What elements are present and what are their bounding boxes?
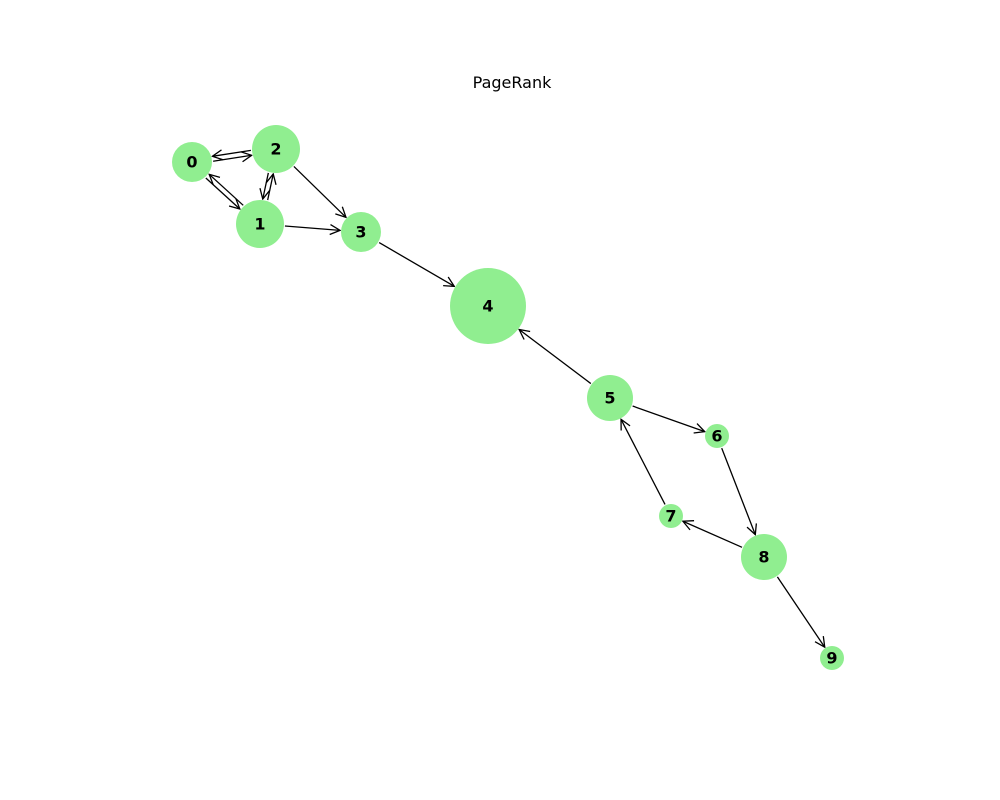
node-circle-1	[236, 200, 284, 248]
edge-0-to-1	[205, 177, 240, 209]
node-label-2: 2	[270, 140, 281, 159]
node-circle-2	[252, 125, 300, 173]
node-5: 5	[587, 375, 633, 421]
edge-0-to-2	[213, 155, 252, 161]
node-label-1: 1	[254, 215, 265, 234]
edge-2-to-1	[263, 172, 269, 199]
edge-5-to-6	[632, 405, 705, 432]
node-circle-4	[450, 268, 526, 344]
node-label-7: 7	[665, 507, 676, 526]
edge-2-to-0	[212, 150, 252, 156]
edge-2-to-3	[293, 166, 346, 217]
node-circle-6	[705, 424, 729, 448]
node-7: 7	[659, 504, 683, 528]
node-1: 1	[236, 200, 284, 248]
edge-8-to-9	[776, 576, 824, 647]
node-9: 9	[820, 646, 844, 670]
node-circle-0	[172, 142, 212, 182]
node-0: 0	[172, 142, 212, 182]
node-3: 3	[341, 212, 381, 252]
node-label-0: 0	[186, 153, 197, 172]
edge-1-to-0	[209, 174, 244, 206]
edge-7-to-5	[621, 419, 666, 505]
node-label-4: 4	[482, 297, 493, 316]
node-circle-8	[741, 534, 787, 580]
node-6: 6	[705, 424, 729, 448]
node-4: 4	[450, 268, 526, 344]
edge-1-to-2	[268, 174, 274, 201]
node-circle-5	[587, 375, 633, 421]
node-label-3: 3	[355, 223, 366, 242]
edge-8-to-7	[683, 521, 743, 548]
edges-layer	[205, 150, 825, 647]
node-circle-9	[820, 646, 844, 670]
node-8: 8	[741, 534, 787, 580]
graph-title: PageRank	[473, 73, 552, 92]
node-circle-3	[341, 212, 381, 252]
node-2: 2	[252, 125, 300, 173]
edge-6-to-8	[721, 447, 756, 535]
edge-3-to-4	[378, 242, 454, 287]
node-label-8: 8	[758, 548, 769, 567]
node-label-5: 5	[604, 389, 615, 408]
node-circle-7	[659, 504, 683, 528]
edge-5-to-4	[519, 329, 592, 385]
node-label-9: 9	[826, 649, 837, 668]
edge-1-to-3	[284, 226, 340, 230]
node-label-6: 6	[711, 427, 722, 446]
nodes-layer: 0 1 2 3 4 5 6 7 8 9	[172, 125, 844, 670]
